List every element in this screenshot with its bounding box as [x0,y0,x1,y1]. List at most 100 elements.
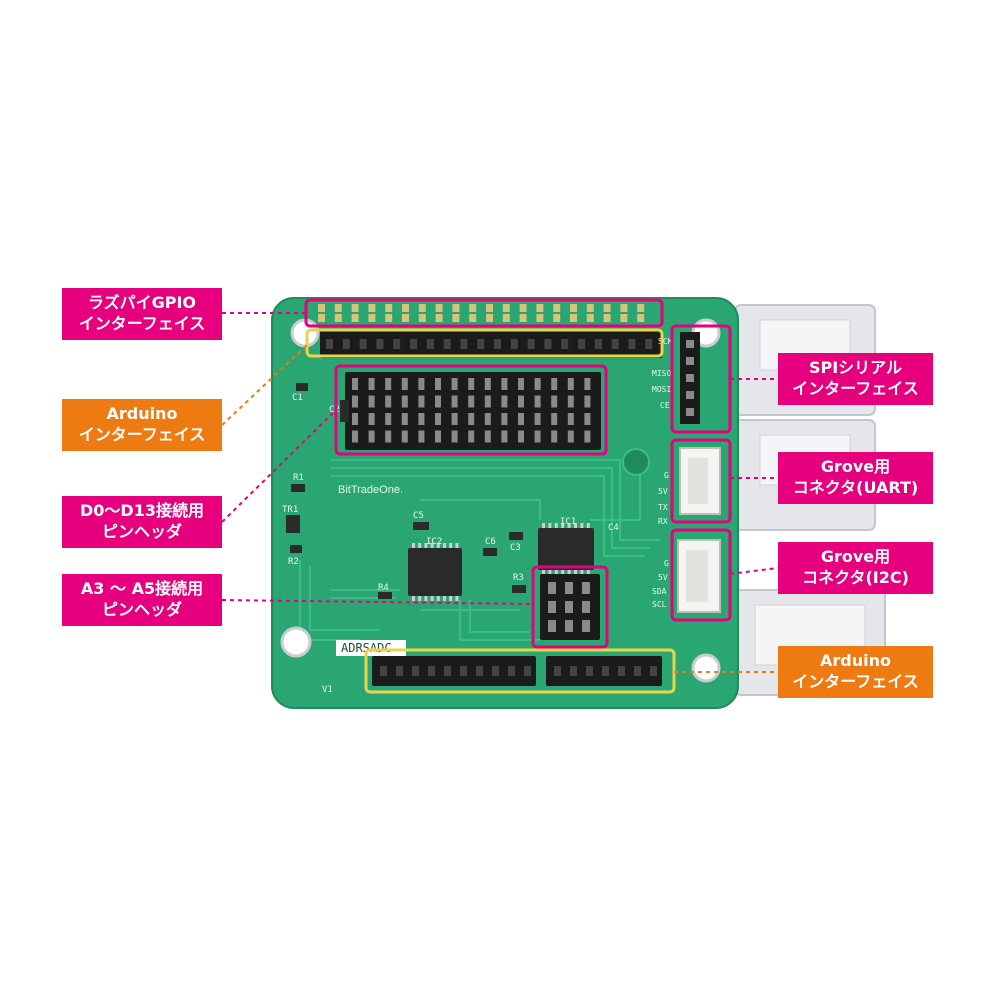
gpio-pin [318,304,325,312]
header-pin [385,413,392,425]
label-d0-d13-line1: D0～D13接続用 [80,501,204,520]
gpio-pin [368,304,376,312]
gpio-pin [553,304,561,312]
label-spi-line1: SPIシリアル [808,358,903,377]
label-a3-a5-line2: ピンヘッダ [101,600,182,619]
header-slot [561,339,569,349]
gpio-pin [570,304,577,312]
ic-leg [542,523,545,528]
header-pin [584,378,591,390]
header-pin [584,430,591,443]
header-pin [418,378,425,390]
gpio-pin [351,314,359,322]
label-spi: SPIシリアル インターフェイス [778,353,933,405]
header-slot [380,666,387,676]
header-pin [484,395,491,408]
gpio-pin [519,304,527,312]
label-arduino-bottom-line2: インターフェイス [792,672,919,691]
ic-leg [567,523,571,528]
header-pin [352,430,358,443]
silk-r4: R4 [378,583,389,593]
ic-leg [430,596,434,601]
header-pin [435,413,441,425]
header-pin [534,395,541,408]
ic-leg [542,570,545,575]
gpio-pin [536,314,544,322]
header-pin [548,620,556,632]
ic-leg [418,543,422,548]
gpio-pin [486,314,493,322]
silk-c3: C3 [510,543,521,553]
header-slot [650,666,657,676]
highlight-arduino-top [305,328,664,358]
header-slot [426,339,434,349]
header-pin [565,582,573,594]
gpio-pin [502,314,510,322]
ic-leg [567,570,571,575]
header-pin [534,378,541,390]
header-slot [645,339,653,349]
header-pin [484,378,491,390]
header-slot [524,666,531,676]
silk-sck: SCK [658,337,673,346]
ic-leg [548,523,552,528]
header-slot [410,339,417,349]
header-pin [518,413,524,425]
spi-pin [686,374,694,382]
header-pin [352,378,358,390]
header-slot [460,339,468,349]
leader-arduino-top [221,344,308,426]
gpio-pin [334,304,342,312]
label-grove-uart-line1: Grove用 [820,457,891,476]
smd-components [286,383,526,599]
header-slot [594,339,602,349]
arduino-header-top [320,330,662,358]
header-pin [484,430,491,443]
silk-c1: C1 [292,393,303,403]
header-slot [443,339,451,349]
header-pin [582,582,590,594]
header-pin [567,395,574,408]
gpio-pin [570,314,577,322]
ic-leg [418,596,422,601]
header-pin [582,601,590,613]
silk-scl: SCL [652,600,667,609]
gpio-pin [385,304,393,312]
header-pin [565,620,573,632]
gpio-pin [519,314,527,322]
silk-c4: C4 [608,523,619,533]
ic-leg [412,543,415,548]
header-pin [451,413,458,425]
header-pin [534,413,541,425]
arduino-header-bottom-left [372,656,536,686]
header-pin [435,395,441,408]
header-slot [494,339,501,349]
header-slot [570,666,577,676]
header-slot [618,666,625,676]
leader-grove-i2c [729,567,779,575]
header-slot [359,339,367,349]
spi-pin [686,340,694,348]
header-pin [368,413,375,425]
header-pin [418,395,425,408]
header-pin [484,413,491,425]
ic-leg [574,523,577,528]
mounting-hole-bl [280,626,312,658]
header-pin [551,413,558,425]
ic1-chip [538,523,594,575]
gpio-pin [586,314,594,322]
silk-sda: SDA [652,587,667,596]
ic-leg [561,523,565,528]
header-pin [401,378,408,390]
header-pin [401,395,408,408]
silk-c2: C2 [329,405,340,415]
mounting-hole-br [691,653,721,683]
header-pin [468,378,475,390]
header-slot [444,666,451,676]
gpio-pin [586,304,594,312]
label-arduino-bottom-line1: Arduino [820,651,891,670]
header-pin [501,413,508,425]
gpio-pin [486,304,493,312]
header-slot [544,339,552,349]
header-slot [476,666,483,676]
